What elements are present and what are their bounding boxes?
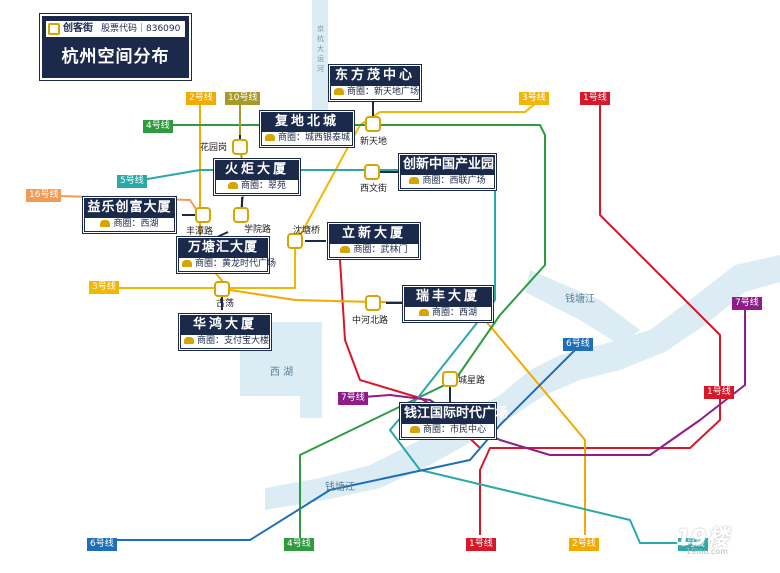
district-icon	[409, 426, 420, 433]
line-tag-4-left: 4号线	[143, 120, 173, 133]
qiantang-river-label-south: 钱塘江	[325, 482, 355, 493]
district-icon	[100, 220, 111, 227]
brand-name: 创客街	[63, 23, 93, 34]
district-icon	[409, 177, 420, 184]
station-label-gudang: 古荡	[216, 299, 235, 309]
building-card[interactable]: 华鸿大厦 商圈：支付宝大楼	[178, 313, 272, 351]
building-name: 东方茂中心	[334, 68, 415, 83]
building-district: 商圈：西联广场	[401, 175, 494, 188]
west-lake-label: 西 湖	[270, 367, 294, 378]
line-tag-3-left: 3号线	[89, 281, 119, 294]
line-tag-6-bottom: 6号线	[87, 538, 117, 551]
district-icon	[418, 309, 429, 316]
station-label-xueyuanlu: 学院路	[244, 225, 272, 235]
station-shentangqiao-marker	[287, 233, 303, 249]
line-tag-7-right: 7号线	[732, 297, 762, 310]
building-name: 钱江国际时代广场	[404, 406, 509, 421]
building-district: 商圈：城西银泰城	[262, 132, 352, 145]
building-card[interactable]: 益乐创富大厦 商圈：西湖	[82, 196, 177, 234]
building-card[interactable]: 瑞丰大厦 商圈：西湖	[402, 285, 494, 323]
line-tag-6-mid: 6号线	[563, 338, 593, 351]
building-district: 商圈：黄龙时代广场	[179, 258, 276, 271]
building-name: 华鸿大厦	[192, 317, 257, 332]
map-title: 杭州空间分布	[61, 47, 170, 67]
station-markers	[195, 116, 458, 387]
building-name: 火炬大厦	[224, 162, 289, 177]
grand-canal	[312, 0, 328, 110]
station-fengtanlu-marker	[195, 207, 211, 223]
station-label-zhonghebeilu: 中河北路	[352, 316, 389, 326]
building-card[interactable]: 火炬大厦 商圈：翠苑	[213, 158, 301, 196]
building-card[interactable]: 复地北城 商圈：城西银泰城	[259, 110, 355, 148]
line-tag-1-bottom: 1号线	[466, 538, 496, 551]
building-card[interactable]: 东方茂中心 商圈：新天地广场	[328, 64, 422, 102]
building-name: 复地北城	[274, 114, 339, 129]
station-label-huayuangang: 花园岗	[200, 143, 228, 153]
building-district: 商圈：新天地广场	[331, 86, 419, 99]
qiantang-river-label-east: 钱塘江	[565, 294, 595, 305]
line-tag-1-top: 1号线	[580, 92, 610, 105]
line-tag-10-top: 10号线	[225, 92, 261, 105]
district-icon	[334, 88, 344, 95]
building-name: 创新中国产业园	[403, 157, 495, 172]
station-label-shentangqiao: 沈塘桥	[293, 226, 321, 236]
water-features	[240, 0, 780, 510]
station-gudang-marker	[214, 281, 230, 297]
line-tag-5-left: 5号线	[117, 175, 147, 188]
building-district: 商圈：西湖	[85, 218, 174, 231]
line-tag-3-top: 3号线	[519, 92, 549, 105]
building-district: 商圈：支付宝大楼	[181, 335, 269, 348]
line-tag-5-bottom: 5号线	[678, 538, 708, 551]
district-icon	[227, 182, 238, 189]
line-tag-2-top: 2号线	[186, 92, 216, 105]
brand-mark-icon	[48, 22, 60, 35]
building-card[interactable]: 万塘汇大厦 商圈：黄龙时代广场	[176, 236, 276, 274]
line-tag-2-bottom: 2号线	[569, 538, 599, 551]
building-district: 商圈：市民中心	[402, 424, 494, 437]
line-4-route	[172, 124, 546, 538]
district-icon	[265, 134, 275, 141]
qiantang-river	[265, 255, 780, 510]
station-xiwenjie-marker	[364, 164, 380, 180]
line-tag-1-right: 1号线	[704, 386, 734, 399]
grand-canal-label: 京杭大运河	[317, 25, 324, 73]
building-district: 商圈：翠苑	[216, 180, 298, 193]
station-huayuangang-marker	[232, 139, 248, 155]
logo-header: 创客街股票代码｜836090	[46, 21, 185, 37]
line-tag-16-left: 16号线	[26, 189, 62, 202]
station-label-xiwenjie: 西文街	[360, 184, 388, 194]
building-district: 商圈：武林门	[330, 244, 418, 257]
building-district: 商圈：西湖	[405, 307, 491, 320]
district-icon	[182, 260, 192, 267]
building-name: 瑞丰大厦	[415, 289, 480, 304]
district-icon	[184, 337, 194, 344]
river-branch	[525, 270, 640, 345]
station-zhonghebeilu-marker	[365, 295, 381, 311]
station-xintiandi-marker	[365, 116, 381, 132]
stock-code: 股票代码｜836090	[101, 24, 181, 34]
district-icon	[340, 246, 351, 253]
building-name: 万塘汇大厦	[187, 240, 258, 255]
building-card[interactable]: 钱江国际时代广场 商圈：市民中心	[399, 402, 509, 440]
building-name: 立新大厦	[341, 226, 406, 241]
line-tag-7-mid: 7号线	[338, 392, 368, 405]
logo-panel: 创客街股票代码｜836090 杭州空间分布	[40, 14, 191, 80]
station-xueyuanlu-marker	[233, 207, 249, 223]
station-chengxinglu-marker	[442, 371, 458, 387]
building-card[interactable]: 立新大厦 商圈：武林门	[327, 222, 421, 260]
station-label-fengtanlu: 丰潭路	[186, 227, 214, 237]
building-card[interactable]: 创新中国产业园 商圈：西联广场	[398, 153, 497, 191]
watermark-logo: 19楼	[676, 526, 729, 551]
line-7-route	[362, 310, 746, 456]
station-label-xintiandi: 新天地	[360, 137, 388, 147]
line-6-route	[99, 349, 576, 541]
line-5-route	[129, 169, 690, 544]
station-label-chengxinglu: 城星路	[458, 376, 486, 386]
line-1-route	[479, 105, 721, 535]
watermark-url: 19lou.com	[686, 547, 728, 556]
line-tag-4-bottom: 4号线	[284, 538, 314, 551]
building-name: 益乐创富大厦	[87, 200, 172, 215]
